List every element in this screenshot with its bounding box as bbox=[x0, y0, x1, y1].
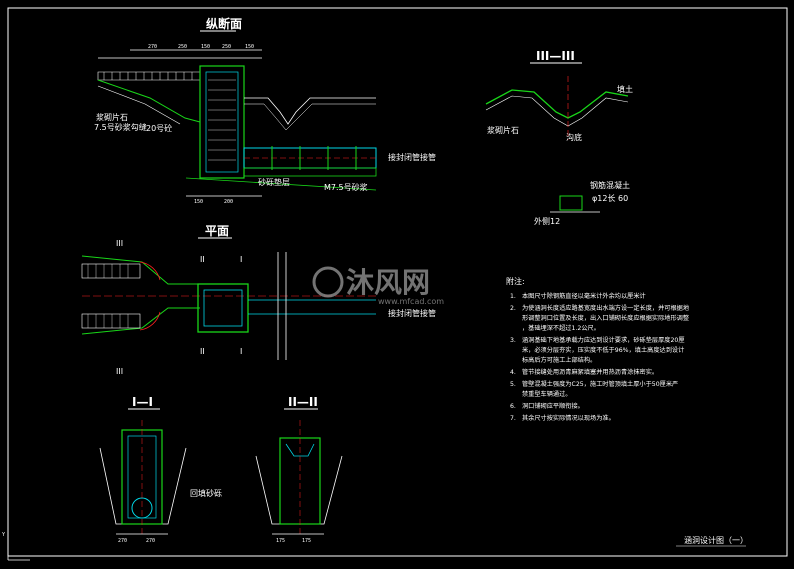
longitudinal-section: 纵断面 270 250 150 250 150 bbox=[94, 16, 436, 205]
mark-plan-2-top: II bbox=[200, 255, 205, 264]
section-1: I—I 270 270 回填砂砾 bbox=[99, 395, 222, 544]
note-text-line: 洞口铺砌应平顺衔接。 bbox=[522, 402, 584, 410]
note-text-line: 管节接缝处用沥青麻絮填塞并用热沥青涂抹密实。 bbox=[522, 368, 658, 376]
view-title-section-2: II—II bbox=[288, 395, 318, 409]
svg-text:270: 270 bbox=[148, 44, 157, 50]
label-mortar: M7.5号砂浆 bbox=[324, 182, 368, 192]
view-title-longitudinal: 纵断面 bbox=[206, 16, 242, 31]
title-bar bbox=[8, 418, 787, 556]
note-text-line: 管壁混凝土强度为C25，施工时管顶填土厚小于50厘米严 bbox=[522, 380, 678, 388]
label-rebar-2: φ12长 60 bbox=[592, 193, 628, 203]
note-text-line: 其余尺寸按实际情况以现场为准。 bbox=[522, 414, 615, 422]
notes-title: 附注: bbox=[506, 276, 525, 286]
svg-text:Y: Y bbox=[2, 532, 5, 538]
notes-list: 1. 本图尺寸除钢筋直径以毫米计外余均以厘米计 2. 为使涵洞长度适应路基宽度出水端方… bbox=[510, 292, 689, 422]
svg-text:250: 250 bbox=[178, 44, 187, 50]
label-rebar-3: 外侧12 bbox=[534, 216, 560, 226]
note-number: 2. bbox=[510, 305, 516, 312]
svg-text:150: 150 bbox=[201, 44, 210, 50]
note-text-line: 涵洞基础下地基承载力应达到设计要求，砂砾垫层厚度20厘 bbox=[522, 336, 685, 344]
note-number: 6. bbox=[510, 403, 516, 410]
mark-plan-1-top: I bbox=[240, 255, 242, 264]
label-slope: 7.5号砂浆勾缝 bbox=[94, 122, 147, 132]
label-connect-1: 接封闭管接管 bbox=[388, 152, 436, 162]
label-section3-left: 浆砌片石 bbox=[487, 125, 519, 135]
svg-text:175: 175 bbox=[276, 538, 285, 544]
notes-block: 附注: 1. 本图尺寸除钢筋直径以毫米计外余均以厘米计 2. 为使涵洞长度适应路基宽度… bbox=[506, 276, 689, 422]
note-text-line: 禁重型车辆通过。 bbox=[522, 390, 572, 398]
svg-text:150: 150 bbox=[245, 44, 254, 50]
note-text-line: 标高后方可施工上部结构。 bbox=[522, 356, 596, 364]
mark-plan-1-bottom: I bbox=[240, 347, 242, 356]
mark-plan-3-bottom: III bbox=[116, 367, 123, 376]
note-text-line: 为使涵洞长度适应路基宽度出水端方设一定长度，并可根据地 bbox=[522, 304, 689, 312]
label-bed: 20号砼 bbox=[146, 123, 172, 133]
watermark-brand: 沐风网 bbox=[346, 266, 430, 299]
mark-plan-3-top: III bbox=[116, 239, 123, 248]
view-title-section-1: I—I bbox=[132, 395, 153, 409]
note-text-line: 形调整洞口位置及长度，出入口铺砌长度应根据实际地形调整 bbox=[522, 314, 689, 322]
section-2: II—II 175 175 bbox=[255, 395, 343, 544]
svg-text:270: 270 bbox=[118, 538, 127, 544]
note-number: 3. bbox=[510, 337, 516, 344]
svg-text:175: 175 bbox=[302, 538, 311, 544]
label-backfill: 回填砂砾 bbox=[190, 488, 222, 498]
note-number: 5. bbox=[510, 381, 516, 388]
label-pipe-left: 浆砌片石 bbox=[96, 112, 128, 122]
note-text-line: 米，必须分层夯实，压实度不低于96%，填土高度达到设计 bbox=[522, 346, 684, 354]
view-title-plan: 平面 bbox=[205, 224, 229, 238]
note-number: 4. bbox=[510, 369, 516, 376]
watermark-url: www.mfcad.com bbox=[378, 297, 444, 306]
note-number: 1. bbox=[510, 293, 516, 300]
note-number: 7. bbox=[510, 415, 516, 422]
note-text-line: 本图尺寸除钢筋直径以毫米计外余均以厘米计 bbox=[522, 292, 646, 300]
svg-text:200: 200 bbox=[224, 199, 233, 205]
section-3: III—III 浆砌片石 填土 沟底 钢筋混凝土 φ12长 60 外侧12 bbox=[485, 49, 633, 226]
svg-text:250: 250 bbox=[222, 44, 231, 50]
svg-text:270: 270 bbox=[146, 538, 155, 544]
mark-plan-2-bottom: II bbox=[200, 347, 205, 356]
view-title-section-3: III—III bbox=[536, 49, 575, 63]
label-connect-2: 接封闭管接管 bbox=[388, 308, 436, 318]
svg-text:150: 150 bbox=[194, 199, 203, 205]
label-section3-bottom: 沟底 bbox=[566, 132, 582, 142]
sheet-title: 涵洞设计图（一） bbox=[684, 535, 748, 545]
watermark: 沐风网 www.mfcad.com bbox=[312, 266, 444, 306]
ucs-axis-icon: Y bbox=[2, 532, 30, 561]
label-rebar-1: 钢筋混凝土 bbox=[590, 180, 630, 190]
note-text-line: ，基础埋深不超过1.2公尺。 bbox=[522, 324, 600, 332]
label-section3-right: 填土 bbox=[617, 84, 633, 94]
label-gravel: 砂砾垫层 bbox=[258, 177, 290, 187]
